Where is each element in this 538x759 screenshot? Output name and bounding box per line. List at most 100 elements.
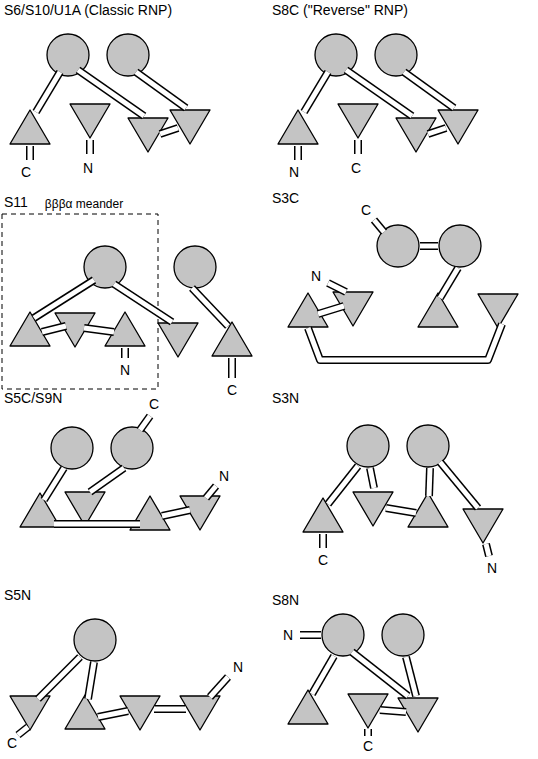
loop-ribbon [84, 328, 114, 332]
helix-circle [439, 225, 481, 267]
fold-panel [20, 416, 220, 530]
loop-ribbon [440, 268, 458, 298]
loop-ribbon [328, 283, 346, 292]
loop-ribbon [440, 462, 478, 508]
loop-ribbon [160, 128, 178, 134]
terminus-label: N [311, 268, 321, 284]
helix-circle [74, 619, 116, 661]
strand-triangle [212, 322, 252, 356]
loop-ribbon [36, 72, 60, 112]
loop-ribbon [346, 70, 412, 116]
loop-ribbon [210, 677, 228, 697]
loop-ribbon [420, 246, 438, 247]
loop-ribbon [318, 306, 344, 314]
loop-ribbon [486, 544, 489, 556]
helix-circle [375, 34, 417, 76]
loop-ribbon [42, 326, 66, 332]
loop-ribbon [34, 280, 94, 318]
fold-panel [288, 614, 438, 736]
fold-panel [288, 220, 518, 360]
helix-circle [174, 246, 216, 288]
loop-ribbon [30, 146, 31, 160]
loop-ribbon [90, 468, 124, 492]
panel-title: S5C/S9N [4, 390, 62, 406]
terminus-label: C [363, 738, 373, 754]
loop-ribbon [308, 324, 502, 360]
terminus-label: C [361, 202, 371, 218]
loop-ribbon [206, 486, 216, 498]
terminus-label: C [149, 396, 159, 412]
strand-triangle [65, 695, 105, 729]
loop-ribbon [125, 348, 126, 358]
loop-ribbon [98, 711, 128, 717]
strand-triangle [418, 293, 458, 327]
terminus-label: N [83, 160, 93, 176]
loop-ribbon [374, 220, 384, 232]
terminus-label: N [120, 362, 130, 378]
panel-title: S6/S10/U1A (Classic RNP) [4, 2, 172, 18]
loop-ribbon [304, 72, 328, 112]
loop-ribbon [90, 140, 91, 154]
loop-ribbon [370, 468, 374, 488]
helix-circle [347, 425, 389, 467]
helix-circle [382, 614, 424, 656]
loop-ribbon [328, 466, 358, 504]
helix-circle [51, 427, 93, 469]
terminus-label: C [21, 164, 31, 180]
terminus-label: N [487, 560, 497, 576]
fold-panel [10, 34, 210, 160]
loop-ribbon [358, 140, 359, 154]
loop-ribbon [429, 468, 430, 496]
loop-ribbon [162, 510, 190, 516]
loop-ribbon [78, 70, 144, 116]
loop-ribbon [298, 146, 299, 160]
strand-triangle [478, 294, 518, 328]
loop-ribbon [380, 710, 406, 712]
terminus-label: N [289, 164, 299, 180]
helix-circle [322, 614, 364, 656]
loop-ribbon [386, 508, 416, 513]
strand-triangle [338, 104, 378, 138]
fold-panel [2, 214, 252, 389]
strand-triangle [303, 498, 343, 532]
loop-ribbon [192, 288, 228, 326]
strand-triangle [463, 509, 503, 543]
panel-title: S3C [272, 190, 299, 206]
loop-ribbon [136, 72, 186, 108]
strand-triangle [278, 110, 318, 144]
fold-panel [278, 34, 478, 160]
loop-ribbon [38, 657, 80, 699]
loop-ribbon [140, 416, 150, 430]
loop-ribbon [323, 534, 324, 548]
terminus-label: N [233, 659, 243, 675]
loop-ribbon [18, 727, 28, 735]
strand-triangle [70, 104, 110, 138]
terminus-label: N [283, 627, 293, 643]
panel-title: S8N [272, 592, 299, 608]
loop-ribbon [232, 358, 233, 378]
loop-ribbon [368, 729, 369, 736]
loop-ribbon [312, 656, 334, 694]
terminus-label: N [219, 468, 229, 484]
fold-panel [303, 425, 503, 556]
terminus-label: C [7, 735, 17, 751]
strand-triangle [10, 110, 50, 144]
loop-ribbon [352, 652, 408, 696]
loop-ribbon [406, 657, 416, 696]
strand-triangle [288, 690, 328, 724]
panel-title: S8C ("Reverse" RNP) [272, 2, 408, 18]
loop-ribbon [300, 635, 321, 636]
motif-label: βββα meander [45, 198, 123, 212]
loop-ribbon [114, 284, 172, 322]
strand-triangle [10, 696, 50, 730]
helix-circle [107, 34, 149, 76]
panel-title: S11 [4, 194, 28, 210]
helix-circle [111, 427, 153, 469]
loop-ribbon [154, 709, 186, 710]
terminus-label: C [318, 552, 328, 568]
loop-ribbon [44, 468, 64, 500]
terminus-label: C [351, 160, 361, 176]
loop-ribbon [88, 662, 94, 699]
loop-ribbon [428, 128, 446, 134]
